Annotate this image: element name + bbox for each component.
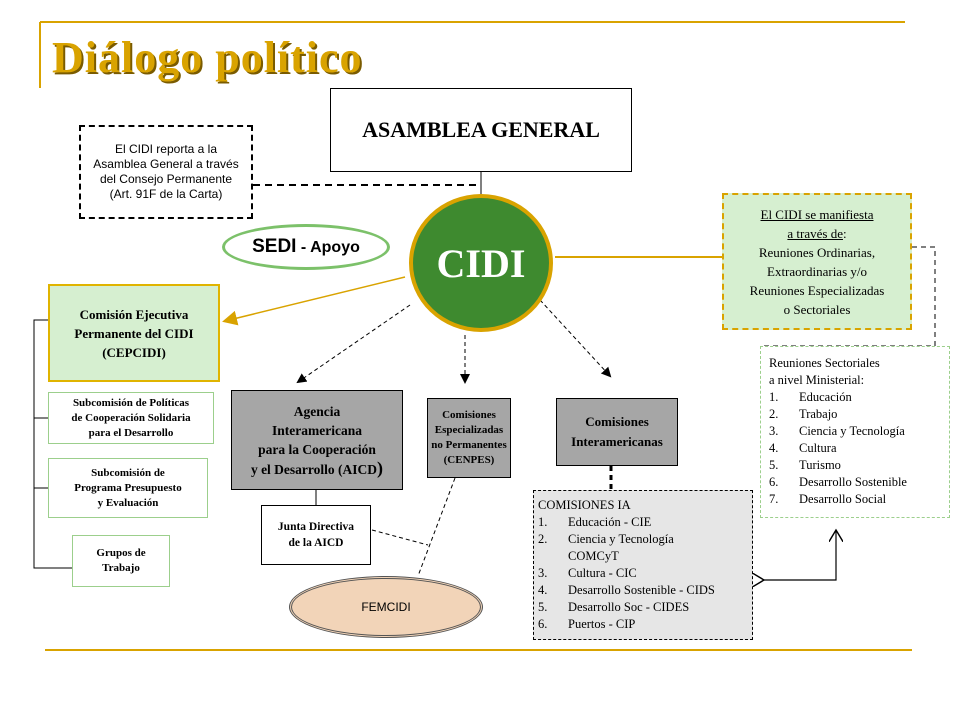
list-item: 2.Ciencia y Tecnología	[538, 532, 674, 546]
asamblea-general-label: ASAMBLEA GENERAL	[362, 117, 600, 142]
subcomision-politicas-box: Subcomisión de Políticas de Cooperación …	[48, 392, 214, 444]
list-item: 5.Desarrollo Soc - CIDES	[538, 600, 690, 614]
list-item: 2.Trabajo	[769, 407, 838, 421]
ia-sectoriales-arrow	[764, 530, 836, 580]
aicd-line: Interamericana	[272, 422, 362, 438]
manifiesta-line: Reuniones Especializadas	[749, 282, 885, 298]
list-item: 6.Desarrollo Sostenible	[769, 475, 907, 489]
manifiesta-line: Reuniones Ordinarias,	[758, 244, 876, 260]
sectoriales-list: 1.Educación 2.Trabajo 3.Ciencia y Tecnol…	[769, 389, 941, 508]
cidi-comisiones-arrow	[539, 299, 612, 378]
cenpes-line: Especializadas	[434, 424, 504, 436]
subcomision-politicas-line: de Cooperación Solidaria	[71, 411, 191, 424]
report-note-line: (Art. 91F de la Carta)	[109, 187, 223, 201]
list-item: 7.Desarrollo Social	[769, 492, 887, 506]
cidi-aicd-arrow	[296, 304, 411, 384]
femcidi-ellipse: FEMCIDI	[289, 576, 483, 638]
comisiones-interamericanas-box: Comisiones Interamericanas	[556, 398, 678, 466]
cenpes-line: (CENPES)	[443, 454, 495, 466]
list-item: 1.Educación - CIE	[538, 515, 652, 529]
cepcidi-line: (CEPCIDI)	[102, 344, 166, 360]
subcomision-programa-line: y Evaluación	[97, 496, 159, 509]
report-note-line: Asamblea General a través	[93, 157, 239, 171]
subcomision-politicas-line: para el Desarrollo	[88, 426, 174, 439]
aicd-paren: )	[377, 457, 384, 478]
cidi-label: CIDI	[436, 240, 526, 286]
femcidi-label: FEMCIDI	[361, 600, 411, 614]
sedi-rest-label: - Apoyo	[296, 239, 360, 256]
sectoriales-title: a nivel Ministerial:	[769, 373, 865, 387]
cenpes-line: Comisiones	[442, 409, 496, 421]
aicd-line: para la Cooperación	[258, 441, 376, 457]
manifiesta-line2-text: a través de	[787, 225, 843, 241]
cenpes-line: no Permanentes	[431, 439, 507, 451]
report-note-line: El CIDI reporta a la	[114, 142, 218, 156]
reuniones-sectoriales-box: Reuniones Sectoriales a nivel Ministeria…	[760, 346, 950, 518]
page-title: Diálogo político	[52, 33, 363, 82]
cepcidi-box: Comisión Ejecutiva Permanente del CIDI (…	[48, 284, 220, 382]
list-item: 4.Cultura	[769, 441, 837, 455]
subcomision-programa-line: Programa Presupuesto	[74, 481, 182, 494]
grupos-trabajo-line: Trabajo	[102, 562, 140, 574]
aicd-box: Agencia Interamericana para la Cooperaci…	[231, 390, 403, 490]
sedi-main-label: SEDI	[252, 236, 297, 257]
grupos-trabajo-box: Grupos de Trabajo	[72, 535, 170, 587]
list-item: 3.Ciencia y Tecnología	[769, 424, 905, 438]
list-item: 1.Educación	[769, 390, 852, 404]
report-note-box: El CIDI reporta a la Asamblea General a …	[79, 125, 253, 219]
sectoriales-title: Reuniones Sectoriales	[769, 356, 880, 370]
aicd-line-text: y el Desarrollo (AICD	[250, 461, 378, 477]
asamblea-general-box: ASAMBLEA GENERAL	[330, 88, 632, 172]
report-note-line: del Consejo Permanente	[99, 172, 233, 186]
list-item: 3.Cultura - CIC	[538, 566, 637, 580]
cepcidi-line: Permanente del CIDI	[74, 325, 194, 341]
comisiones-ia-title: COMISIONES IA	[538, 498, 631, 512]
list-item: 5.Turismo	[769, 458, 841, 472]
manifiesta-line2: a través de:	[787, 224, 846, 243]
manifiesta-line2-colon: :	[842, 225, 847, 241]
sedi-label: SEDI - Apoyo	[252, 236, 360, 258]
junta-directiva-box: Junta Directiva de la AICD	[261, 505, 371, 565]
manifiesta-line: o Sectoriales	[783, 301, 851, 317]
aicd-line: y el Desarrollo (AICD)	[250, 457, 384, 479]
grupos-trabajo-line: Grupos de	[96, 547, 146, 559]
cepcidi-line: Comisión Ejecutiva	[79, 306, 189, 322]
manifiesta-line1: El CIDI se manifiesta	[760, 206, 874, 222]
cidi-circle: CIDI	[409, 194, 553, 332]
cenpes-box: Comisiones Especializadas no Permanentes…	[427, 398, 511, 478]
comisiones-inter-line: Comisiones	[585, 414, 649, 429]
subcomision-programa-line: Subcomisión de	[91, 466, 165, 479]
manifiesta-box: El CIDI se manifiesta a través de: Reuni…	[722, 193, 912, 330]
junta-directiva-line: Junta Directiva	[277, 521, 355, 533]
manifiesta-line: Extraordinarias y/o	[767, 263, 867, 279]
list-item: 4.Desarrollo Sostenible - CIDS	[538, 583, 715, 597]
list-item: COMCyT	[568, 549, 619, 563]
subcomision-politicas-line: Subcomisión de Políticas	[72, 396, 190, 409]
comisiones-inter-line: Interamericanas	[571, 434, 663, 449]
sedi-ellipse: SEDI - Apoyo	[222, 224, 390, 270]
comisiones-ia-list: 1.Educación - CIE 2.Ciencia y Tecnología…	[538, 514, 748, 633]
cenpes-femcidi-line	[417, 477, 456, 577]
left-bracket	[33, 319, 72, 569]
comisiones-ia-box: COMISIONES IA 1.Educación - CIE 2.Cienci…	[533, 490, 753, 640]
cidi-cepcidi-arrow	[222, 276, 406, 326]
list-item: 6.Puertos - CIP	[538, 617, 636, 631]
frame-lines	[39, 21, 912, 651]
aicd-line: Agencia	[293, 403, 341, 419]
junta-femcidi-line	[371, 529, 429, 546]
junta-directiva-line: de la AICD	[288, 537, 344, 549]
subcomision-programa-box: Subcomisión de Programa Presupuesto y Ev…	[48, 458, 208, 518]
